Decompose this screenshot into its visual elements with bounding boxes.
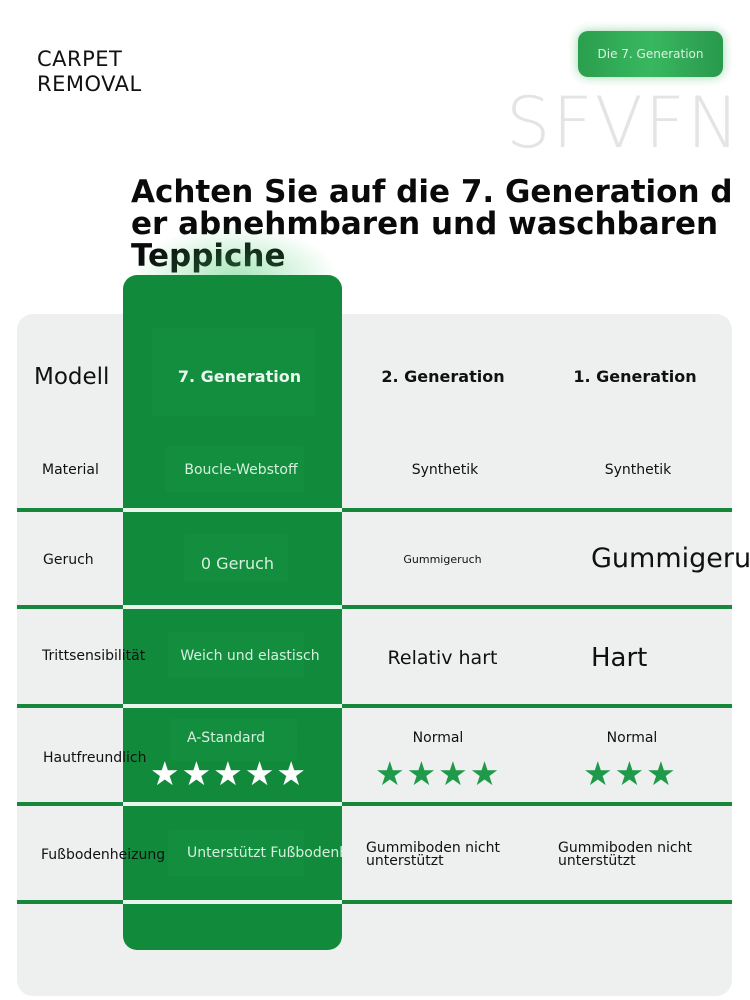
row-label-step: Trittsensibilität [42, 648, 146, 664]
row-divider [17, 900, 732, 904]
header-col3: 1. Generation [573, 366, 697, 386]
smell-col3: Gummigeruch [591, 542, 750, 574]
header-model-label: Modell [34, 364, 110, 390]
generation-pill-label: Die 7. Generation [597, 47, 704, 61]
floor-heating-col3: Gummiboden nicht unterstützt [558, 840, 692, 869]
skin-col3-stars: ★★★ [583, 753, 678, 793]
row-divider-highlight [123, 704, 342, 708]
skin-col2-stars: ★★★★ [375, 753, 502, 793]
material-col3: Synthetik [604, 462, 672, 478]
smell-col2: Gummigeruch [403, 552, 482, 566]
row-divider-highlight [123, 802, 342, 806]
brand-logo: CARPET REMOVAL [37, 47, 142, 97]
skin-col1-stars: ★★★★★ [150, 753, 308, 793]
cell-box [168, 632, 304, 678]
row-divider [17, 802, 732, 806]
cell-box [184, 534, 288, 582]
row-label-smell: Geruch [43, 552, 94, 568]
skin-col2: Normal [412, 730, 464, 746]
row-divider [17, 508, 732, 512]
generation-pill: Die 7. Generation [578, 31, 723, 77]
watermark: SFVFN [506, 82, 742, 164]
cell-box [168, 830, 304, 876]
row-label-skin: Hautfreundlich [43, 750, 147, 766]
header-col1: 7. Generation [177, 366, 302, 386]
cell-box [170, 719, 297, 761]
header-col1-box [152, 328, 315, 416]
material-col1: Boucle-Webstoff [184, 462, 298, 478]
brand-line-2: REMOVAL [37, 72, 142, 96]
row-divider-highlight [123, 508, 342, 512]
row-divider-highlight [123, 605, 342, 609]
skin-col1: A-Standard [186, 730, 265, 746]
row-divider [17, 704, 732, 708]
row-divider [17, 605, 732, 609]
brand-line-1: CARPET [37, 47, 123, 71]
row-label-material: Material [42, 462, 99, 478]
step-col2: Relativ hart [387, 647, 498, 669]
floor-heating-col1: Unterstützt Fußbodenheizung [187, 845, 342, 861]
step-col1: Weich und elastisch [180, 648, 320, 664]
row-label-floor-heating: Fußbodenheizung [41, 847, 166, 863]
row-divider-highlight [123, 900, 342, 904]
header-col2: 2. Generation [381, 366, 505, 386]
cell-box [166, 446, 304, 492]
step-col3: Hart [591, 643, 648, 673]
smell-col1: 0 Geruch [200, 553, 275, 573]
material-col2: Synthetik [411, 462, 479, 478]
skin-col3: Normal [606, 730, 658, 746]
floor-heating-col2: Gummiboden nicht unterstützt [366, 840, 500, 869]
headline: Achten Sie auf die 7. Generation der abn… [131, 174, 733, 272]
